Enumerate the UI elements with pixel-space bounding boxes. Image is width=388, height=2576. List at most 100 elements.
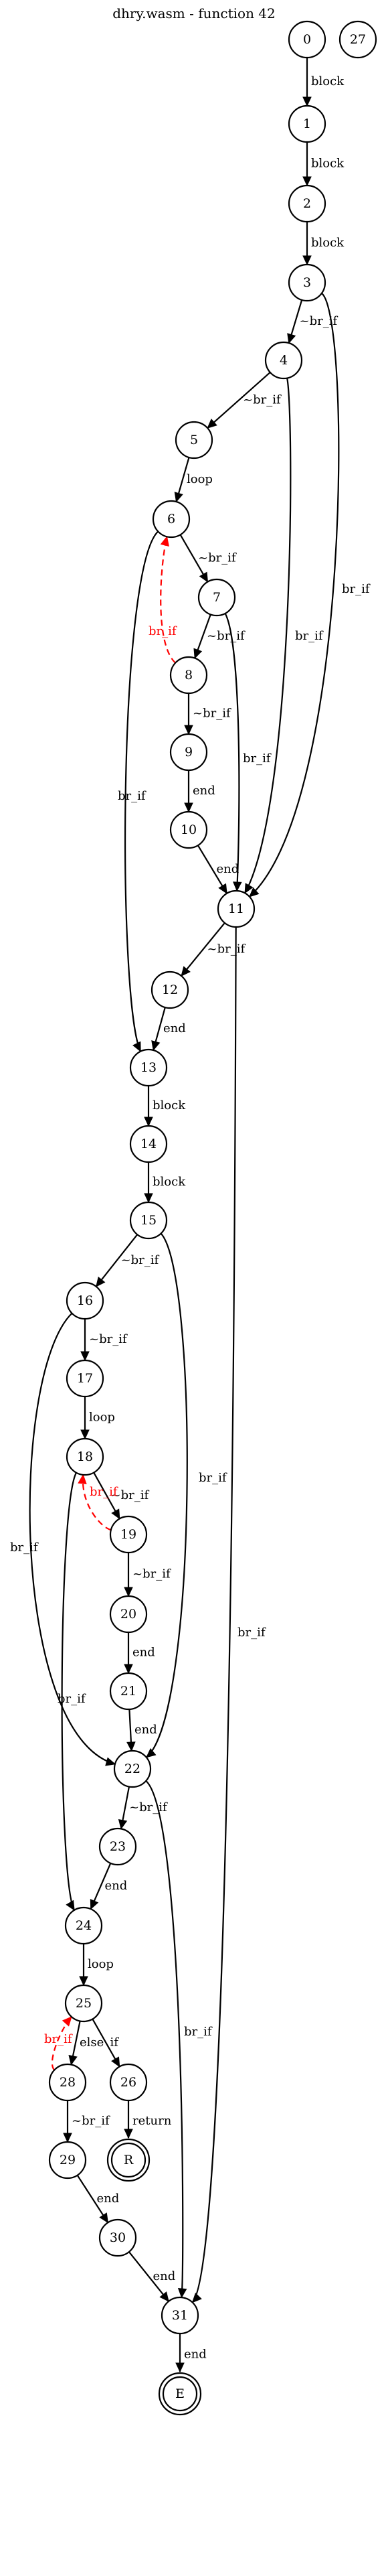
node-label: 30 bbox=[110, 2230, 126, 2245]
node-label: 0 bbox=[303, 32, 311, 47]
edge-18-19: ~br_if bbox=[93, 1472, 150, 1520]
edge-label: br_if bbox=[237, 1626, 266, 1640]
node-label: 17 bbox=[77, 1371, 93, 1386]
node-17: 17 bbox=[66, 1359, 104, 1398]
edge-29-30: end bbox=[76, 2175, 120, 2224]
arrowhead-icon bbox=[151, 1040, 161, 1052]
node-circle bbox=[288, 263, 326, 302]
edge-label: end bbox=[97, 2192, 120, 2206]
edge-label: end bbox=[134, 1723, 157, 1737]
node-18: 18 bbox=[66, 1437, 104, 1476]
node-30: 30 bbox=[98, 2218, 137, 2257]
edge-label: loop bbox=[187, 472, 213, 486]
edge-30-31: end bbox=[128, 2251, 175, 2302]
edge-22-31: br_if bbox=[145, 1780, 213, 2299]
edge-label: ~br_if bbox=[132, 1567, 171, 1581]
edge-4-5: ~br_if bbox=[207, 372, 282, 429]
edge-label: br_if bbox=[184, 2025, 213, 2039]
node-11: 11 bbox=[217, 889, 256, 928]
arrowhead-icon bbox=[302, 176, 312, 187]
edge-1-2: block bbox=[302, 142, 345, 187]
node-label: 15 bbox=[140, 1213, 157, 1228]
edge-label: br_if bbox=[199, 1471, 227, 1485]
edge-24-25: loop bbox=[79, 1944, 114, 1987]
node-circle bbox=[217, 889, 256, 928]
node-10: 10 bbox=[169, 810, 208, 849]
edge-label: block bbox=[311, 74, 345, 88]
edge-line bbox=[76, 2175, 109, 2223]
edge-9-10: end bbox=[184, 770, 215, 813]
arrowhead-icon bbox=[96, 1277, 106, 1287]
edge-12-13: end bbox=[151, 1007, 186, 1052]
arrowhead-icon bbox=[111, 2056, 120, 2068]
node-label: 7 bbox=[213, 590, 221, 605]
edge-label: ~br_if bbox=[111, 1488, 150, 1502]
node-R: R bbox=[106, 2138, 151, 2182]
node-21: 21 bbox=[109, 1672, 148, 1711]
edge-16-22: br_if bbox=[10, 1312, 116, 1766]
arrowhead-icon bbox=[78, 1474, 87, 1484]
node-circle bbox=[129, 1201, 168, 1240]
arrowhead-icon bbox=[175, 2362, 185, 2373]
node-circle bbox=[197, 578, 236, 617]
edge-19-20: ~br_if bbox=[124, 1553, 171, 1597]
arrowhead-icon bbox=[90, 1899, 99, 1910]
edge-label: end bbox=[163, 1021, 186, 1035]
node-label: 12 bbox=[162, 983, 178, 997]
node-label: 23 bbox=[110, 1839, 126, 1854]
edge-label: br_if bbox=[118, 789, 147, 803]
edge-11-31: br_if bbox=[191, 926, 266, 2303]
edge-6-13: br_if bbox=[118, 530, 159, 1052]
edge-25-26: if bbox=[92, 2018, 120, 2068]
arrowhead-icon bbox=[233, 881, 242, 892]
node-circle bbox=[129, 1125, 168, 1163]
edge-label: end bbox=[132, 1646, 155, 1660]
edge-label: br_if bbox=[342, 582, 371, 596]
edge-label: ~br_if bbox=[243, 393, 282, 407]
node-19: 19 bbox=[109, 1515, 148, 1554]
node-circle bbox=[152, 500, 191, 539]
node-23: 23 bbox=[98, 1827, 137, 1866]
node-4: 4 bbox=[264, 341, 303, 380]
arrowhead-icon bbox=[145, 1747, 157, 1758]
node-label: 4 bbox=[280, 353, 288, 368]
edge-label: br_if bbox=[243, 752, 272, 766]
node-label: 22 bbox=[124, 1762, 140, 1776]
edge-20-21: end bbox=[124, 1632, 155, 1674]
edge-label: br_if bbox=[10, 1541, 39, 1555]
edge-line bbox=[197, 845, 228, 894]
edge-8-9: ~br_if bbox=[184, 693, 231, 735]
edge-line bbox=[82, 1474, 112, 1531]
node-14: 14 bbox=[129, 1125, 168, 1163]
edge-3-11: br_if bbox=[249, 292, 371, 898]
node-29: 29 bbox=[48, 2141, 87, 2179]
node-label: 2 bbox=[303, 196, 311, 211]
node-circle bbox=[169, 810, 208, 849]
edge-28-29: ~br_if bbox=[63, 2100, 110, 2143]
node-circle bbox=[109, 2063, 148, 2102]
node-31: 31 bbox=[161, 2296, 199, 2335]
node-label: 16 bbox=[77, 1293, 93, 1308]
arrowhead-icon bbox=[144, 1193, 153, 1204]
arrowhead-icon bbox=[199, 571, 209, 583]
arrowhead-icon bbox=[218, 883, 227, 894]
node-0: 0 bbox=[288, 20, 326, 59]
node-label: 29 bbox=[60, 2153, 76, 2167]
edge-label: ~br_if bbox=[207, 942, 246, 956]
arrowhead-icon bbox=[193, 648, 203, 659]
node-label: R bbox=[124, 2153, 134, 2167]
node-label: 24 bbox=[76, 1918, 92, 1933]
edge-line bbox=[61, 1472, 78, 1911]
edge-label: ~br_if bbox=[72, 2114, 110, 2128]
node-circle bbox=[109, 1515, 148, 1554]
node-3: 3 bbox=[288, 263, 326, 302]
node-circle bbox=[109, 1595, 148, 1634]
edge-28-25: br_if bbox=[44, 2016, 73, 2071]
edge-label: ~br_if bbox=[300, 314, 338, 328]
edge-10-11: end bbox=[197, 845, 239, 894]
edge-0-1: block bbox=[302, 58, 345, 107]
node-2: 2 bbox=[288, 184, 326, 223]
edge-line bbox=[207, 372, 271, 429]
edge-3-4: ~br_if bbox=[287, 299, 338, 344]
